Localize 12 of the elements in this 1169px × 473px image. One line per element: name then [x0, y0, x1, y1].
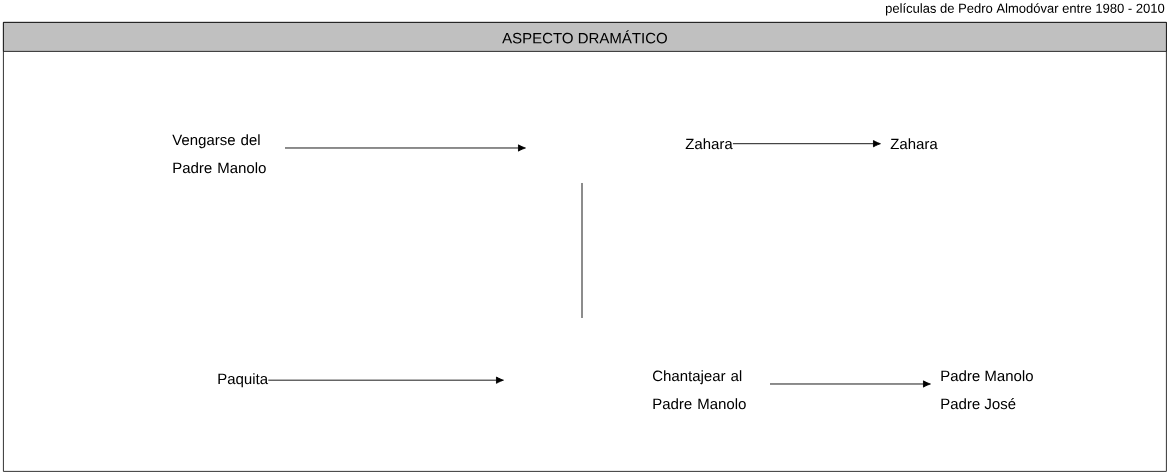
node-text: Zahara	[890, 138, 938, 150]
arrow	[732, 140, 881, 148]
node-text: Zahara	[685, 138, 733, 150]
node-text: Chantajear al Padre Manolo	[653, 370, 746, 410]
header-band: ASPECTO DRAMÁTICO	[3, 22, 1167, 52]
node-text: Paquita	[218, 373, 269, 388]
node-text: Vengarse del Padre Manolo	[172, 134, 266, 174]
arrow	[769, 380, 931, 388]
node-text: Padre Manolo Padre José	[941, 370, 1033, 410]
arrow	[284, 144, 526, 152]
arrow	[267, 376, 504, 384]
header-text: películas de Pedro Almodóvar entre 1980 - 2010	[885, 3, 1165, 16]
